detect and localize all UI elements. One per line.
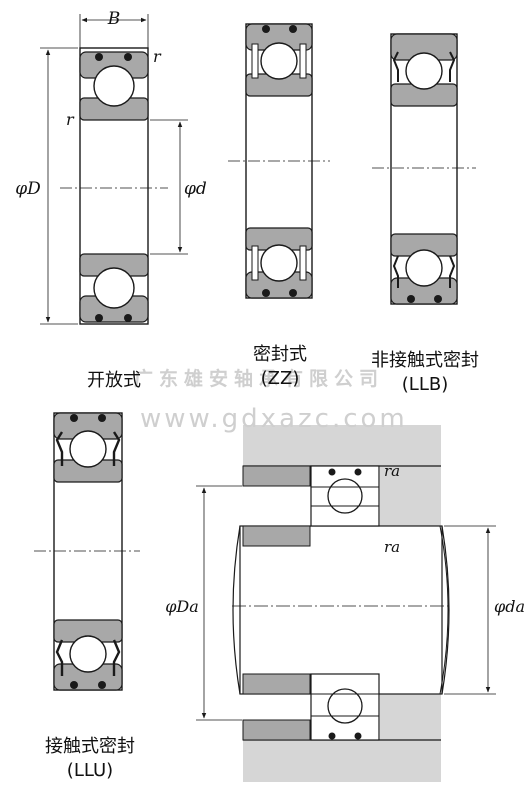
width-label: B (107, 9, 121, 29)
contact-seal-bearing-drawing (34, 412, 140, 691)
shielded-bearing-drawing (228, 23, 330, 299)
open-bearing-drawing (40, 14, 188, 325)
outer-diameter-label: φD (15, 179, 41, 199)
watermark-company: 广东雄安轴承有限公司 (134, 368, 385, 390)
watermark-url: www.gdxazc.com (140, 404, 408, 434)
housing-corner-label: ra (384, 462, 400, 480)
corner-label-inner: r (66, 110, 75, 129)
caption-shielded: 密封式 (253, 344, 307, 365)
caption-shielded-code: (ZZ) (260, 368, 300, 389)
shaft-diameter-label: φda (494, 597, 525, 616)
noncontact-seal-bearing-drawing (372, 33, 476, 305)
bore-diameter-label: φd (184, 179, 207, 199)
mounting-diagram (196, 425, 496, 782)
corner-label-outer: r (153, 47, 162, 66)
caption-noncontact: 非接触式密封 (371, 350, 479, 371)
housing-diameter-label: φDa (165, 597, 199, 616)
caption-contact: 接触式密封 (45, 736, 135, 757)
caption-noncontact-code: (LLB) (401, 374, 449, 395)
shaft-corner-label: ra (384, 538, 400, 556)
caption-contact-code: (LLU) (66, 760, 114, 781)
caption-open: 开放式 (87, 370, 141, 391)
